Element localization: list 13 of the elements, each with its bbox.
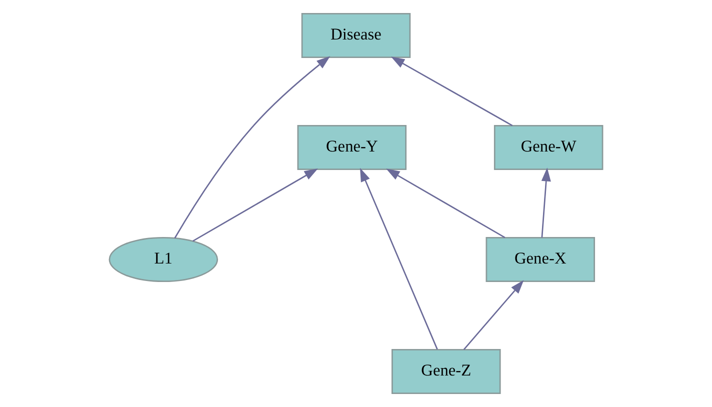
arrow — [386, 168, 506, 238]
node-box: Gene-W — [494, 124, 604, 170]
arrow — [463, 280, 524, 350]
node-box: Gene-X — [486, 236, 596, 282]
node-box: Disease — [301, 12, 411, 58]
node-box: Gene-Z — [392, 348, 501, 394]
arrow — [174, 56, 330, 238]
node-ellipse: L1 — [108, 236, 218, 282]
arrow — [192, 168, 318, 242]
arrow — [541, 168, 551, 238]
node-box: Gene-Y — [297, 124, 407, 170]
arrow — [390, 56, 513, 126]
arrow — [360, 168, 438, 350]
